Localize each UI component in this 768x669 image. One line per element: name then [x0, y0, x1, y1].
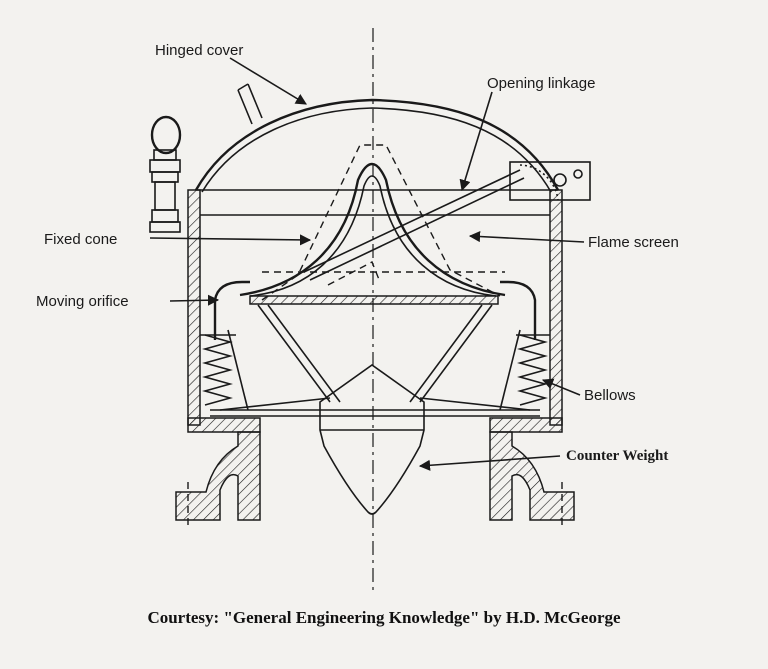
struts: [210, 304, 540, 417]
leader-lines: [149, 57, 585, 471]
flame-screen: [261, 144, 501, 301]
label-bellows: Bellows: [584, 387, 636, 404]
label-flame-screen: Flame screen: [588, 234, 679, 251]
label-fixed-cone: Fixed cone: [44, 231, 117, 248]
vent-pipe: [237, 83, 263, 125]
hinged-cover: [194, 98, 560, 193]
label-hinged-cover: Hinged cover: [155, 42, 243, 59]
lifting-eye: [149, 115, 182, 233]
counter-weight: [319, 364, 425, 515]
caption: Courtesy: "General Engineering Knowledge…: [147, 608, 621, 627]
base-flange: [175, 431, 575, 528]
label-counter-weight: Counter Weight: [566, 448, 668, 464]
label-opening-linkage: Opening linkage: [487, 75, 595, 92]
fixed-cone: [239, 162, 506, 305]
opening-linkage: [303, 164, 559, 286]
label-moving-orifice: Moving orifice: [36, 293, 129, 310]
bellows: [200, 334, 550, 406]
